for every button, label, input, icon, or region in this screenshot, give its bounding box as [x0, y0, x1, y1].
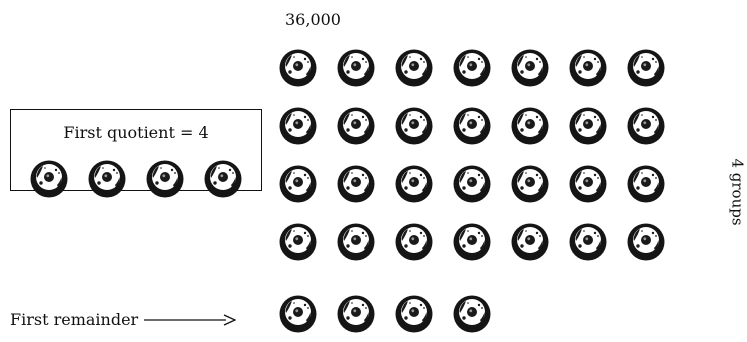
disk — [394, 106, 434, 146]
disk — [510, 164, 550, 204]
disk — [278, 222, 318, 262]
disk — [336, 106, 376, 146]
disk — [336, 294, 376, 334]
disk — [394, 48, 434, 88]
disk — [336, 222, 376, 262]
disk — [452, 48, 492, 88]
disk — [568, 222, 608, 262]
disk — [568, 48, 608, 88]
disk — [394, 222, 434, 262]
disk — [278, 106, 318, 146]
disk — [510, 106, 550, 146]
disk — [394, 294, 434, 334]
disk — [510, 222, 550, 262]
disk — [278, 48, 318, 88]
disk — [568, 106, 608, 146]
disk — [452, 294, 492, 334]
disk — [452, 164, 492, 204]
disk — [336, 164, 376, 204]
quotient-disk — [29, 159, 69, 199]
disk — [626, 48, 666, 88]
disk — [452, 222, 492, 262]
quotient-disk — [145, 159, 185, 199]
disk — [626, 222, 666, 262]
quotient-box: First quotient = 4 — [10, 109, 262, 191]
disk — [568, 164, 608, 204]
quotient-label: First quotient = 4 — [11, 123, 261, 142]
quotient-disk — [87, 159, 127, 199]
disk — [626, 164, 666, 204]
dividend-label: 36,000 — [285, 10, 341, 29]
remainder-label: First remainder — [10, 310, 138, 329]
disk — [336, 48, 376, 88]
groups-label: 4 groups — [718, 117, 747, 267]
remainder-arrow — [144, 313, 236, 327]
disk — [452, 106, 492, 146]
disk — [626, 106, 666, 146]
disk — [278, 294, 318, 334]
disk — [510, 48, 550, 88]
quotient-disk — [203, 159, 243, 199]
disk — [278, 164, 318, 204]
disk — [394, 164, 434, 204]
